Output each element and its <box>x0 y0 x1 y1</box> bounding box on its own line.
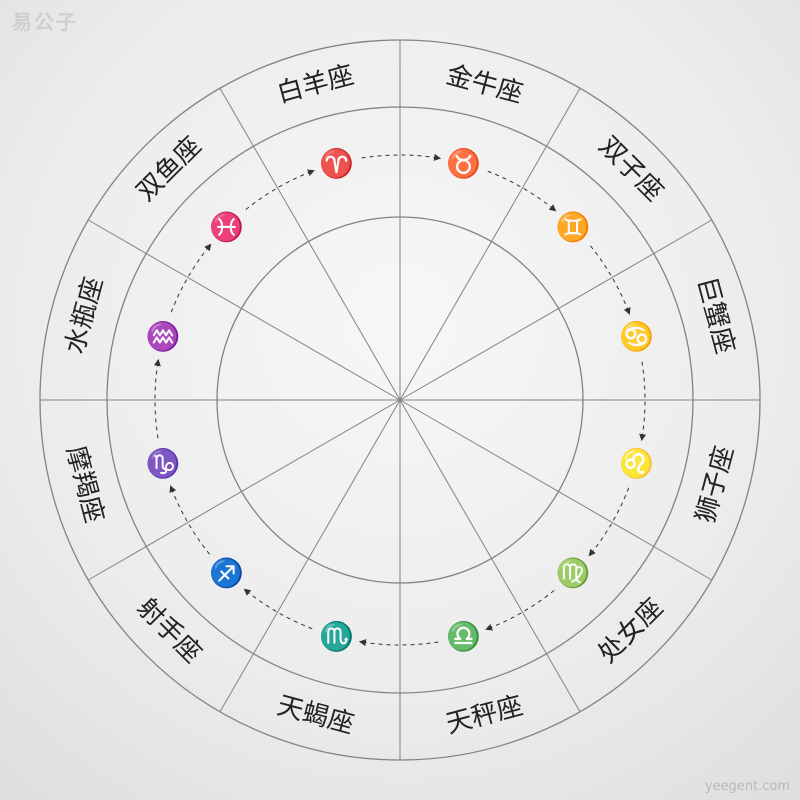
logo-watermark: 易公子 <box>12 10 78 34</box>
sign-label: 天秤座 <box>443 691 526 740</box>
cycle-arrow <box>243 588 313 630</box>
zodiac-glyph-icon: ♒ <box>146 320 181 353</box>
zodiac-glyph-icon: ♐ <box>209 557 244 590</box>
sign-label: 金牛座 <box>443 60 526 109</box>
cycle-arrow <box>485 590 555 631</box>
cycle-arrow <box>361 153 442 161</box>
cycle-arrow <box>170 243 212 313</box>
wheel-spokes <box>40 40 760 760</box>
zodiac-glyph-icon: ♊ <box>556 210 591 243</box>
sign-label: 处女座 <box>593 593 669 669</box>
divider-line <box>87 219 401 401</box>
zodiac-glyph-icon: ♓ <box>209 210 244 243</box>
divider-line <box>399 219 713 401</box>
cycle-arrow <box>153 358 161 439</box>
cycle-arrows <box>153 153 647 647</box>
sign-label: 天蝎座 <box>274 691 357 740</box>
divider-line <box>399 399 581 713</box>
sign-label: 射手座 <box>131 593 207 669</box>
cycle-arrow <box>639 361 647 442</box>
sign-label: 双鱼座 <box>131 131 207 207</box>
sign-label: 白羊座 <box>274 60 357 109</box>
sign-glyphs: ♈ ♉ ♊ ♋ ♌ ♍ ♎ ♏ ♐ ♑ ♒ ♓ <box>146 147 654 653</box>
sign-label: 狮子座 <box>691 443 740 526</box>
sign-label: 摩羯座 <box>60 443 109 526</box>
cycle-arrow <box>588 487 630 557</box>
divider-line <box>219 399 401 713</box>
zodiac-glyph-icon: ♋ <box>619 320 654 353</box>
zodiac-glyph-icon: ♌ <box>619 447 654 480</box>
cycle-arrow <box>487 170 557 212</box>
zodiac-glyph-icon: ♏ <box>319 620 354 653</box>
divider-line <box>399 399 713 581</box>
sign-label: 巨蟹座 <box>691 274 740 357</box>
divider-line <box>87 399 401 581</box>
divider-line <box>399 87 581 401</box>
zodiac-glyph-icon: ♉ <box>446 147 481 180</box>
zodiac-glyph-icon: ♈ <box>319 147 354 180</box>
cycle-arrow <box>169 485 210 555</box>
site-watermark: yeegent.com <box>704 779 790 794</box>
zodiac-glyph-icon: ♍ <box>556 557 591 590</box>
zodiac-glyph-icon: ♑ <box>146 447 181 480</box>
cycle-arrow <box>590 245 631 315</box>
sign-label: 双子座 <box>593 131 669 207</box>
cycle-arrow <box>358 639 439 647</box>
zodiac-glyph-icon: ♎ <box>446 620 481 653</box>
divider-line <box>219 87 401 401</box>
cycle-arrow <box>245 169 315 210</box>
sign-label: 水瓶座 <box>60 274 109 357</box>
